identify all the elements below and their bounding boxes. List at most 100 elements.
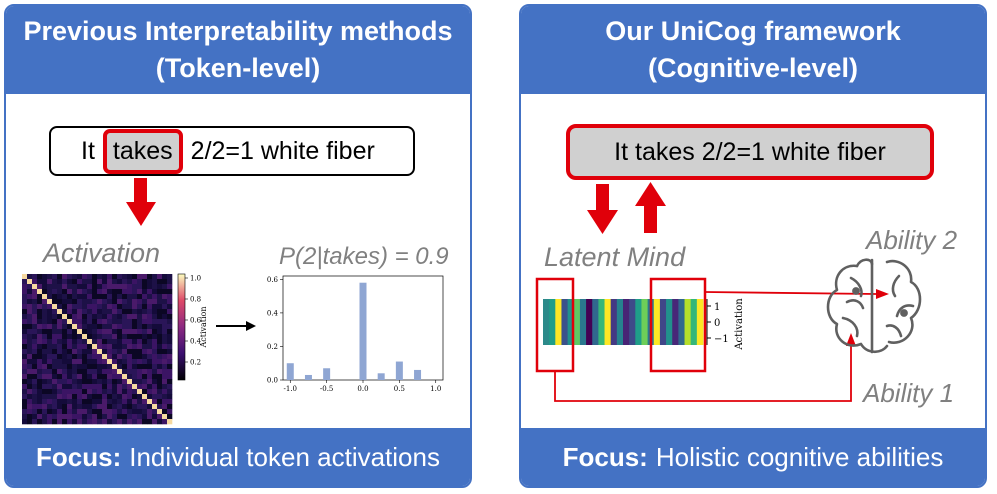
heatmap-cell — [47, 369, 53, 375]
heatmap-cell — [127, 394, 133, 400]
heatmap-cell — [67, 344, 73, 350]
heatmap-cell — [137, 304, 143, 310]
heatmap-diagonal-cell — [152, 404, 158, 410]
heatmap-cell — [92, 409, 98, 415]
heatmap-cell — [117, 279, 123, 285]
heatmap-cell — [117, 419, 123, 425]
heatmap-cell — [97, 359, 103, 365]
heatmap-cell — [102, 349, 108, 355]
heatmap-cell — [32, 364, 38, 370]
x-tick-label: 0.0 — [357, 385, 368, 393]
heatmap-cell — [167, 294, 173, 300]
heatmap-cell — [92, 304, 98, 310]
heatmap-cell — [97, 314, 103, 320]
heatmap-diagonal-cell — [32, 284, 38, 290]
heatmap-cell — [67, 289, 73, 295]
heatmap-cell — [112, 319, 118, 325]
highlighted-token: takes — [102, 128, 183, 174]
heatmap-cell — [32, 354, 38, 360]
heatmap-cell — [107, 399, 113, 405]
heatmap-cell — [142, 304, 148, 310]
heatmap-cell — [87, 294, 93, 300]
heatmap-cell — [77, 299, 83, 305]
heatmap-cell — [47, 379, 53, 385]
heatmap-cell — [92, 324, 98, 330]
heatmap-cell — [37, 279, 43, 285]
ability2-connector — [704, 289, 889, 299]
heatmap-cell — [152, 344, 158, 350]
heatmap-cell — [112, 394, 118, 400]
heatmap-cell — [162, 354, 168, 360]
heatmap-cell — [97, 319, 103, 325]
latent-cell — [549, 299, 556, 345]
heatmap-cell — [47, 334, 53, 340]
heatmap-diagonal-cell — [22, 274, 28, 280]
heatmap-cell — [122, 339, 128, 345]
heatmap-cell — [87, 344, 93, 350]
heatmap-cell — [42, 299, 48, 305]
heatmap-cell — [92, 354, 98, 360]
heatmap-cell — [82, 284, 88, 290]
heatmap-cell — [37, 419, 43, 425]
heatmap-cell — [122, 314, 128, 320]
heatmap-cell — [77, 319, 83, 325]
heatmap-cell — [137, 419, 143, 425]
heatmap-cell — [162, 294, 168, 300]
heatmap-cell — [82, 299, 88, 305]
heatmap-cell — [72, 344, 78, 350]
heatmap-cell — [152, 299, 158, 305]
heatmap-cell — [142, 399, 148, 405]
heatmap-cell — [77, 294, 83, 300]
heatmap-cell — [32, 274, 38, 280]
heatmap-cell — [37, 329, 43, 335]
heatmap-cell — [112, 389, 118, 395]
heatmap-cell — [47, 319, 53, 325]
heatmap-cell — [77, 279, 83, 285]
heatmap-cell — [82, 414, 88, 420]
heatmap-cell — [97, 394, 103, 400]
latent-cell — [666, 299, 673, 345]
heatmap-cell — [52, 354, 58, 360]
heatmap-cell — [77, 374, 83, 380]
heatmap-cell — [62, 274, 68, 280]
heatmap-cell — [87, 384, 93, 390]
heatmap-cell — [107, 379, 113, 385]
heatmap-cell — [147, 279, 153, 285]
heatmap-cell — [67, 394, 73, 400]
cognitive-level-footer: Focus: Holistic cognitive abilities — [521, 428, 985, 486]
heatmap-cell — [167, 284, 173, 290]
heatmap-cell — [162, 344, 168, 350]
heatmap-cell — [157, 319, 163, 325]
heatmap-cell — [62, 294, 68, 300]
heatmap-cell — [32, 294, 38, 300]
heatmap-cell — [117, 324, 123, 330]
heatmap-cell — [97, 364, 103, 370]
heatmap-diagonal-cell — [57, 309, 63, 315]
heatmap-cell — [47, 414, 53, 420]
heatmap-cell — [127, 294, 133, 300]
heatmap-cell — [72, 369, 78, 375]
heatmap-diagonal-cell — [162, 414, 168, 420]
heatmap-cell — [67, 299, 73, 305]
heatmap-cell — [77, 274, 83, 280]
heatmap-cell — [117, 284, 123, 290]
heatmap-cell — [87, 379, 93, 385]
heatmap-cell — [22, 344, 28, 350]
heatmap-cell — [107, 299, 113, 305]
heatmap-cell — [147, 334, 153, 340]
heatmap-cell — [127, 299, 133, 305]
heatmap-cell — [142, 364, 148, 370]
token-level-header: Previous Interpretability methods (Token… — [6, 6, 470, 94]
heatmap-cell — [132, 389, 138, 395]
heatmap-cell — [97, 284, 103, 290]
heatmap-cell — [142, 339, 148, 345]
heatmap-cell — [67, 324, 73, 330]
heatmap-cell — [82, 354, 88, 360]
heatmap-cell — [87, 399, 93, 405]
heatmap-cell — [132, 284, 138, 290]
heatmap-cell — [77, 394, 83, 400]
heatmap-cell — [97, 294, 103, 300]
heatmap-cell — [112, 334, 118, 340]
heatmap-cell — [142, 299, 148, 305]
